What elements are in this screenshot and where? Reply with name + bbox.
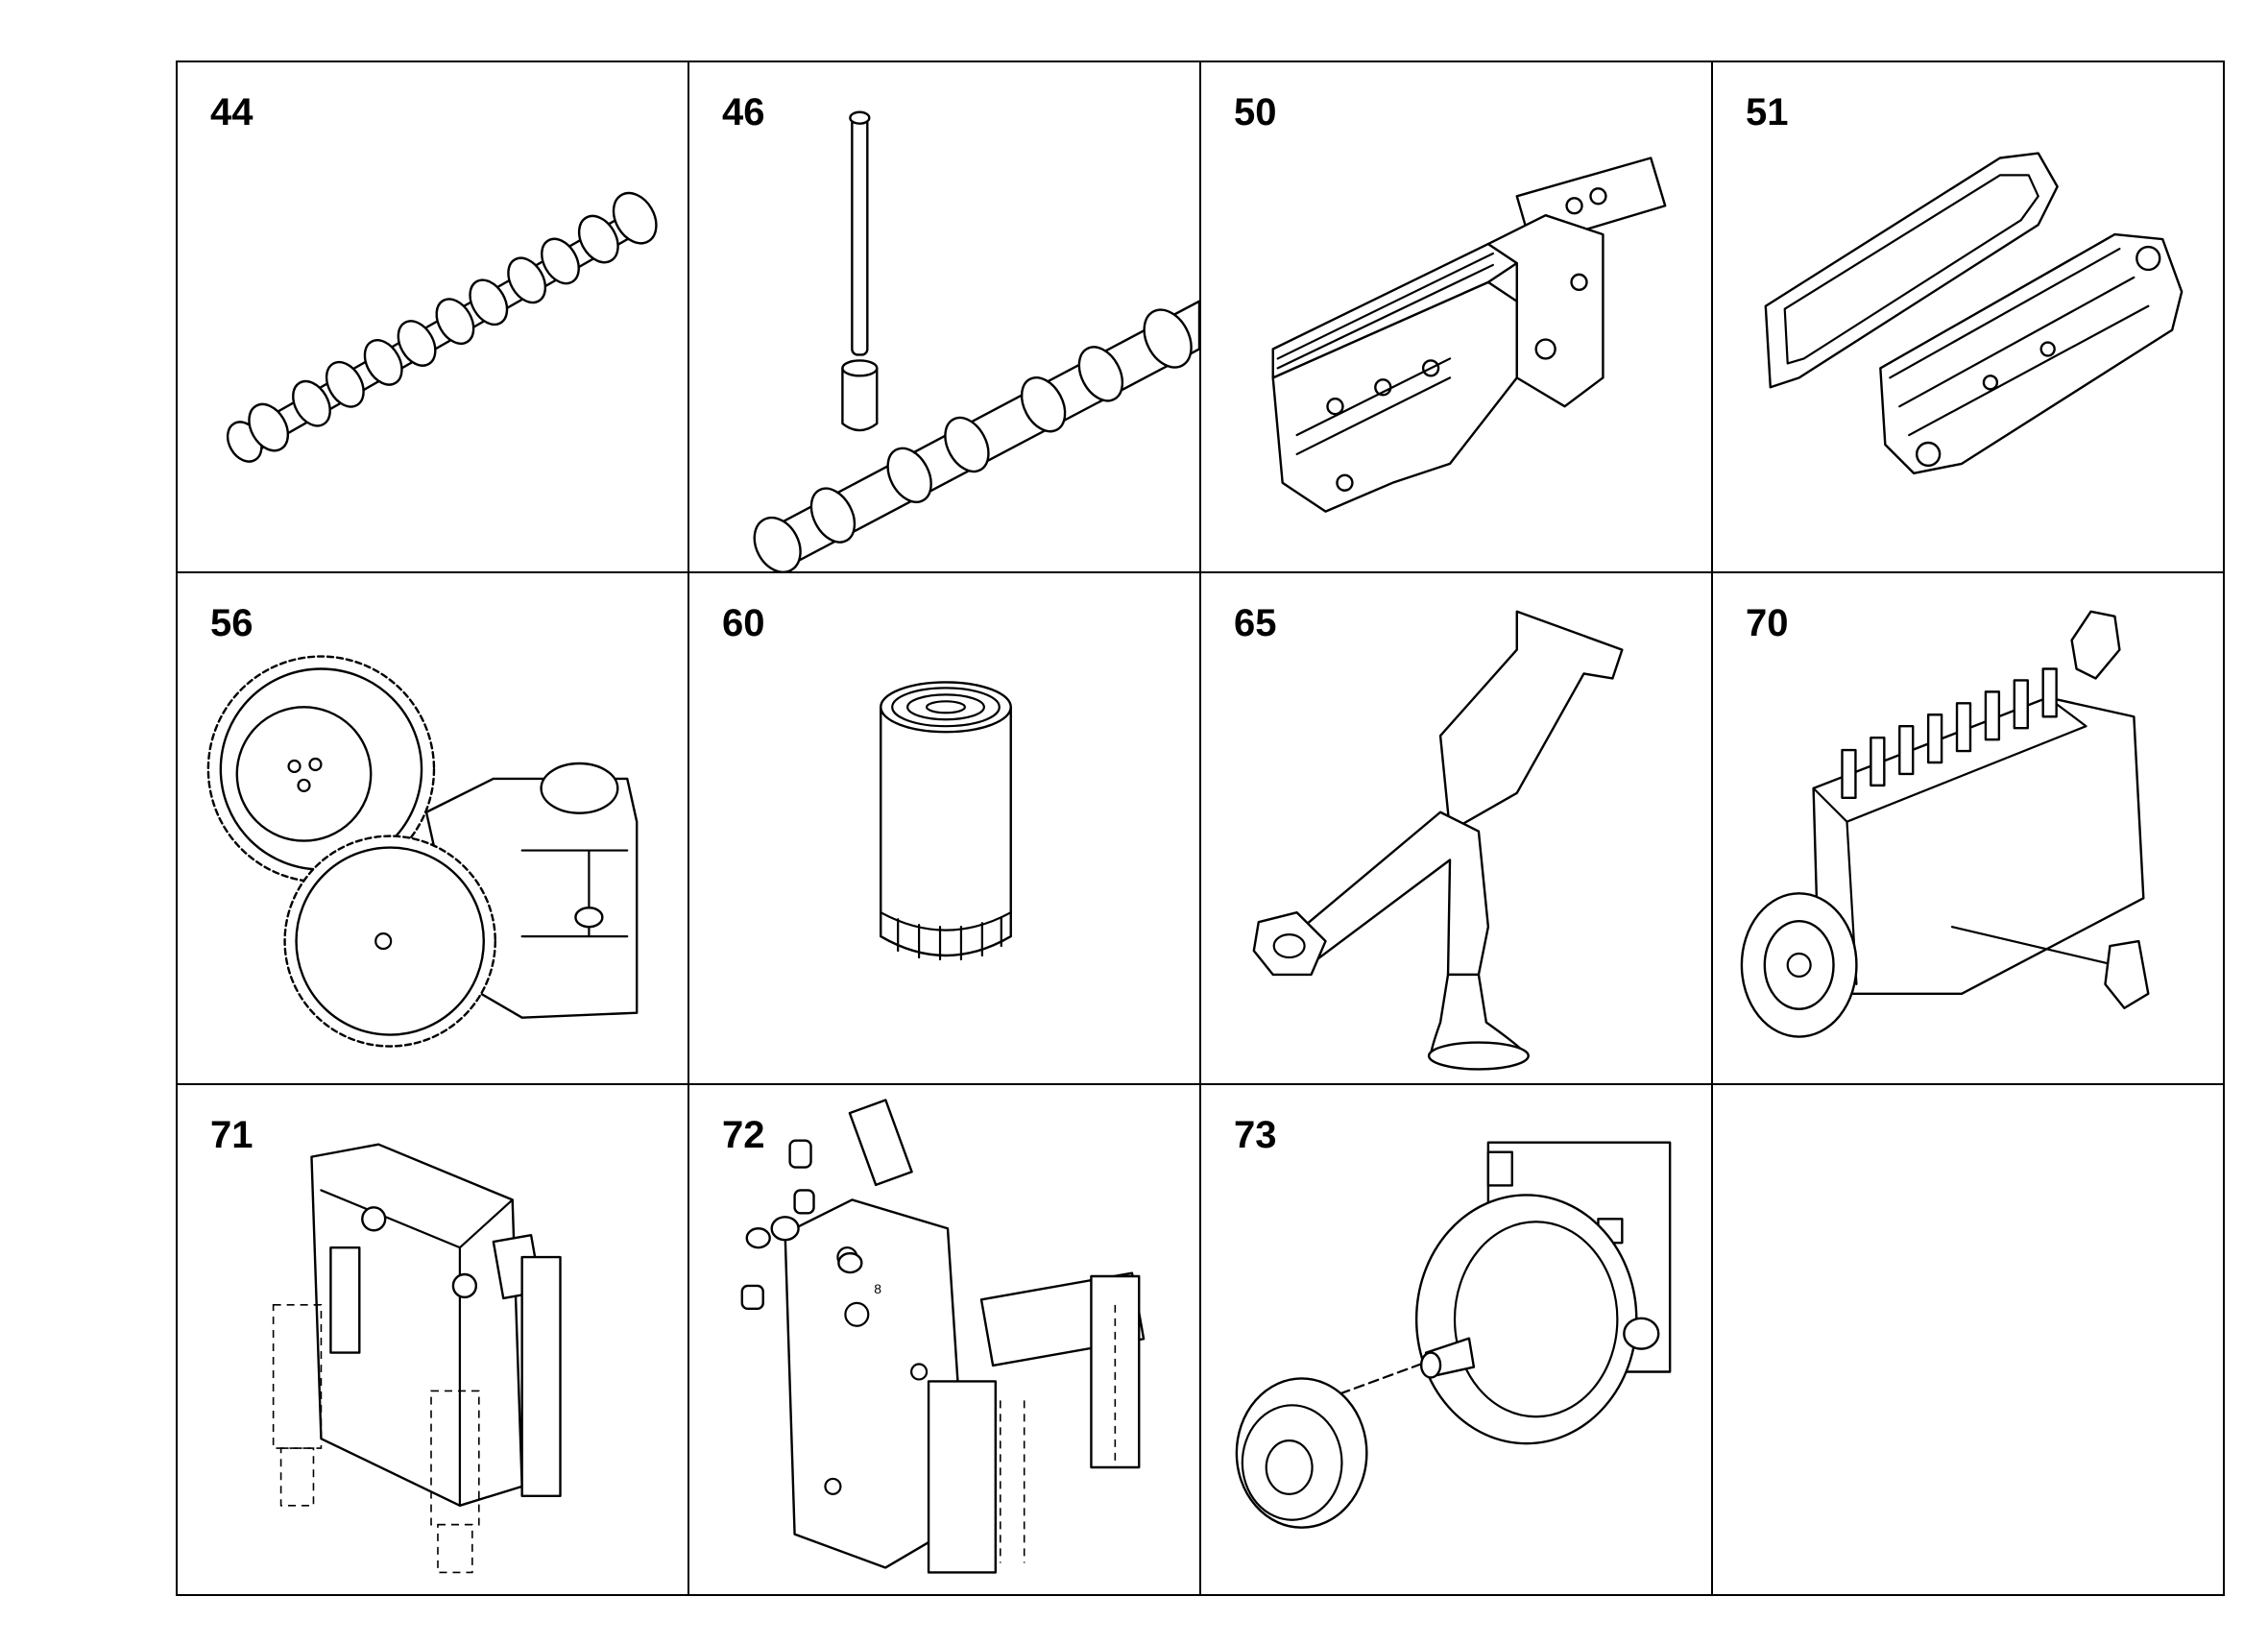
camshaft-icon [178,62,688,571]
part-number: 46 [722,91,765,133]
callout-label: 8 [874,1281,881,1296]
part-cell-65[interactable]: 65 [1201,573,1713,1085]
part-number: 44 [210,91,253,133]
part-cell-51[interactable]: 51 [1713,62,2225,574]
part-cell-73[interactable]: 73 [1201,1084,1713,1596]
part-number: 60 [722,602,765,645]
part-number: 56 [210,602,253,645]
part-number: 73 [1234,1113,1277,1156]
part-number: 65 [1234,602,1277,645]
part-cell-71[interactable]: 71 [178,1084,689,1596]
part-number: 71 [210,1113,253,1156]
camshaft-pushrod-tappet-icon [689,62,1199,572]
part-cell-56[interactable]: 56 [178,573,689,1085]
part-cell-46[interactable]: 46 [689,62,1201,574]
control-unit-icon [178,1085,688,1594]
oil-cooler-assembly-icon [1201,62,1711,571]
part-cell-70[interactable]: 70 [1713,573,2225,1085]
parts-catalog-grid: 44 46 [176,60,2225,1596]
part-number: 70 [1746,602,1789,645]
control-unit-bracket-icon: 8 [689,1085,1199,1594]
empty-cell [1713,1084,2225,1596]
injection-pump-icon [1713,573,2223,1082]
pump-drive-gear-icon [1201,1085,1711,1594]
part-cell-50[interactable]: 50 [1201,62,1713,574]
part-cell-72[interactable]: 72 8 [689,1084,1201,1596]
oil-pump-gears-icon [178,573,688,1082]
part-number: 72 [722,1113,765,1156]
oil-suction-pipe-icon [1201,573,1711,1082]
oil-cooler-gasket-icon [1713,62,2223,571]
part-number: 51 [1746,91,1789,133]
part-cell-44[interactable]: 44 [178,62,689,574]
part-cell-60[interactable]: 60 [689,573,1201,1085]
part-number: 50 [1234,91,1277,133]
oil-filter-icon [689,573,1199,1082]
